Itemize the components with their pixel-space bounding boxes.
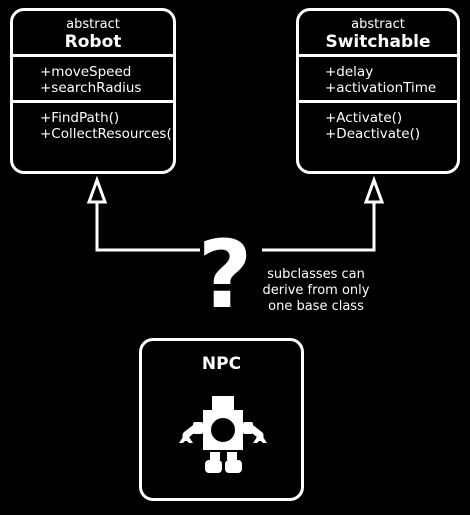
question-mark-icon: ? (197, 221, 253, 330)
switchable-method: +Activate() (325, 110, 403, 126)
robot-left-foot (205, 460, 222, 473)
npc-box: NPC (139, 338, 304, 501)
robot-head (212, 396, 234, 412)
robot-left-shoulder (193, 422, 203, 434)
switchable-class-box: abstract Switchable +delay +activationTi… (296, 8, 460, 174)
switchable-class-header: abstract Switchable (299, 11, 457, 57)
robot-left-leg (210, 452, 220, 460)
note-line: subclasses can (267, 267, 365, 282)
switchable-methods: +Activate() +Deactivate() (299, 103, 457, 149)
note-line: one base class (268, 299, 364, 314)
switchable-field: +delay (325, 64, 374, 80)
robot-right-foot (225, 460, 242, 473)
robot-class-box: abstract Robot +moveSpeed +searchRadius … (10, 8, 177, 174)
robot-left-claw (179, 437, 193, 443)
robot-field: +searchRadius (40, 80, 142, 96)
switchable-fields: +delay +activationTime (299, 57, 457, 103)
robot-method: +FindPath() (40, 110, 120, 126)
inheritance-note: subclasses can derive from only one base… (262, 267, 370, 315)
robot-right-leg (227, 452, 237, 460)
robot-fields: +moveSpeed +searchRadius (13, 57, 173, 103)
npc-title: NPC (201, 354, 242, 374)
switchable-method: +Deactivate() (325, 126, 421, 142)
switchable-class-name: Switchable (325, 32, 431, 52)
note-line: derive from only (262, 283, 370, 298)
robot-methods: +FindPath() +CollectResources() (13, 103, 177, 149)
switchable-field: +activationTime (325, 80, 437, 96)
robot-eye (211, 418, 235, 442)
connector-to-switchable (262, 197, 376, 252)
robot-right-shoulder (243, 422, 253, 434)
inheritance-arrowhead-robot (86, 175, 108, 204)
switchable-stereotype: abstract (351, 17, 405, 32)
robot-stereotype: abstract (66, 17, 120, 32)
robot-right-claw (253, 437, 267, 443)
connector-to-robot (95, 197, 200, 252)
robot-class-header: abstract Robot (13, 11, 173, 57)
robot-icon (179, 396, 267, 473)
inheritance-arrowhead-switchable (363, 175, 385, 204)
robot-class-name: Robot (64, 32, 122, 52)
robot-method: +CollectResources() (40, 126, 177, 142)
robot-field: +moveSpeed (40, 64, 132, 80)
